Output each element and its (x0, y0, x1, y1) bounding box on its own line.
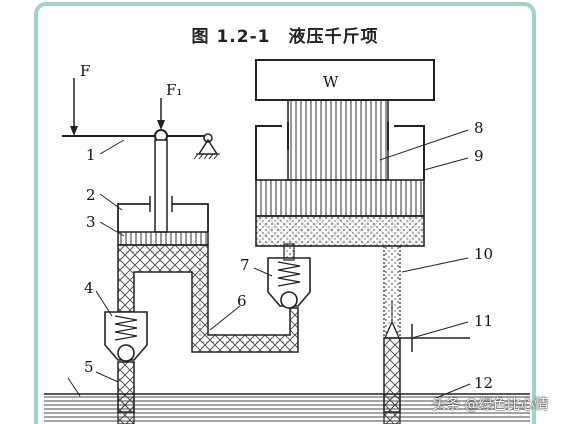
small-piston-rod (154, 139, 168, 233)
callout-10: 10 (474, 245, 493, 263)
load-block (255, 59, 435, 101)
load-label: W (323, 73, 339, 91)
return-channel-10 (384, 246, 400, 338)
small-cylinder (117, 203, 209, 232)
callout-4: 4 (84, 279, 94, 297)
callout-3: 3 (86, 213, 96, 231)
large-cylinder (255, 125, 425, 180)
callout-6: 6 (237, 292, 247, 310)
force1-label: F₁ (166, 81, 182, 99)
callout-2: 2 (86, 186, 96, 204)
small-piston (117, 231, 209, 246)
watermark: 头条 @绿色比心情 (432, 397, 549, 413)
leader-lines (67, 129, 471, 399)
callout-9: 9 (474, 147, 484, 165)
callout-7: 7 (240, 256, 250, 274)
callout-8: 8 (474, 119, 484, 137)
outer-frame (34, 2, 536, 424)
large-piston (255, 179, 425, 217)
pivot (203, 133, 213, 143)
force-label: F (80, 62, 90, 80)
large-piston-rod (287, 99, 389, 181)
callout-1: 1 (86, 146, 96, 164)
callout-11: 11 (474, 312, 493, 330)
diagram-title: 图 1.2-1 液压千斤项 (191, 27, 379, 47)
callout-12: 12 (474, 374, 493, 392)
callout-5: 5 (84, 358, 94, 376)
